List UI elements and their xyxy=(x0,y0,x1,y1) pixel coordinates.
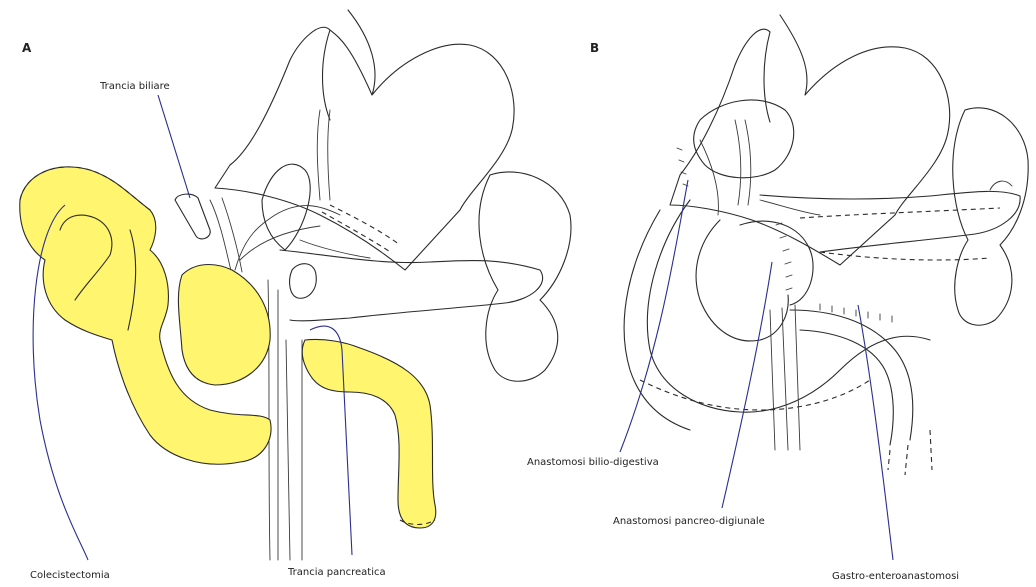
spleen-outline-a xyxy=(479,172,571,381)
gallbladder-remnant-b xyxy=(694,100,794,178)
gastric-curve-b xyxy=(764,32,770,122)
spleen-outline-b xyxy=(953,108,1028,325)
portal-vein-a xyxy=(286,340,302,560)
remnant-tube-a xyxy=(175,194,210,239)
duodenal-limb-b xyxy=(790,310,913,445)
stomach-outline-a xyxy=(215,10,514,270)
left-loop-b xyxy=(624,210,690,430)
leader-anastomosi-pancreo-digiunale xyxy=(722,262,772,508)
label-colecistectomia: Colecistectomia xyxy=(30,570,110,581)
pancreas-body-b xyxy=(760,191,1020,252)
label-anastomosi-bilio-digestiva: Anastomosi bilio-digestiva xyxy=(527,457,659,468)
duodenum-dashed-a xyxy=(330,205,400,245)
jejunal-dashed-b xyxy=(640,380,870,410)
pancreas-lower-dashed-b xyxy=(820,252,990,260)
panel-b-letter: B xyxy=(590,41,599,55)
mesenteric-vessels-b xyxy=(770,305,800,450)
pancreas-body-a xyxy=(280,250,543,321)
gastric-suture xyxy=(820,304,892,322)
liver-vessel-a xyxy=(317,110,330,200)
label-anastomosi-pancreo-digiunale: Anastomosi pancreo-digiunale xyxy=(613,516,765,527)
jejunal-limb-b xyxy=(647,200,930,412)
label-trancia-pancreatica: Trancia pancreatica xyxy=(287,567,386,578)
jejunal-loop-2 xyxy=(740,221,813,305)
leader-trancia-biliare xyxy=(158,95,190,198)
pancreatic-stump-a xyxy=(290,264,317,299)
stomach-outline-b xyxy=(670,15,950,265)
label-gastro-enteroanastomosi: Gastro-enteroanastomosi xyxy=(832,571,959,582)
label-trancia-biliare: Trancia biliare xyxy=(99,81,170,92)
pancreas-duct-dashed-b xyxy=(800,208,1000,218)
duodenal-limb xyxy=(302,339,435,528)
jejunal-loop-1 xyxy=(696,220,788,341)
panel-b: B Anastomosi bilio-digestiva Anastomosi … xyxy=(527,15,1028,582)
panel-a-letter: A xyxy=(22,41,32,55)
panel-a: A Trancia biliare Colecistectomia Tran xyxy=(20,10,571,581)
jejunal-loop xyxy=(178,265,270,385)
gastric-curve-a xyxy=(323,30,331,120)
